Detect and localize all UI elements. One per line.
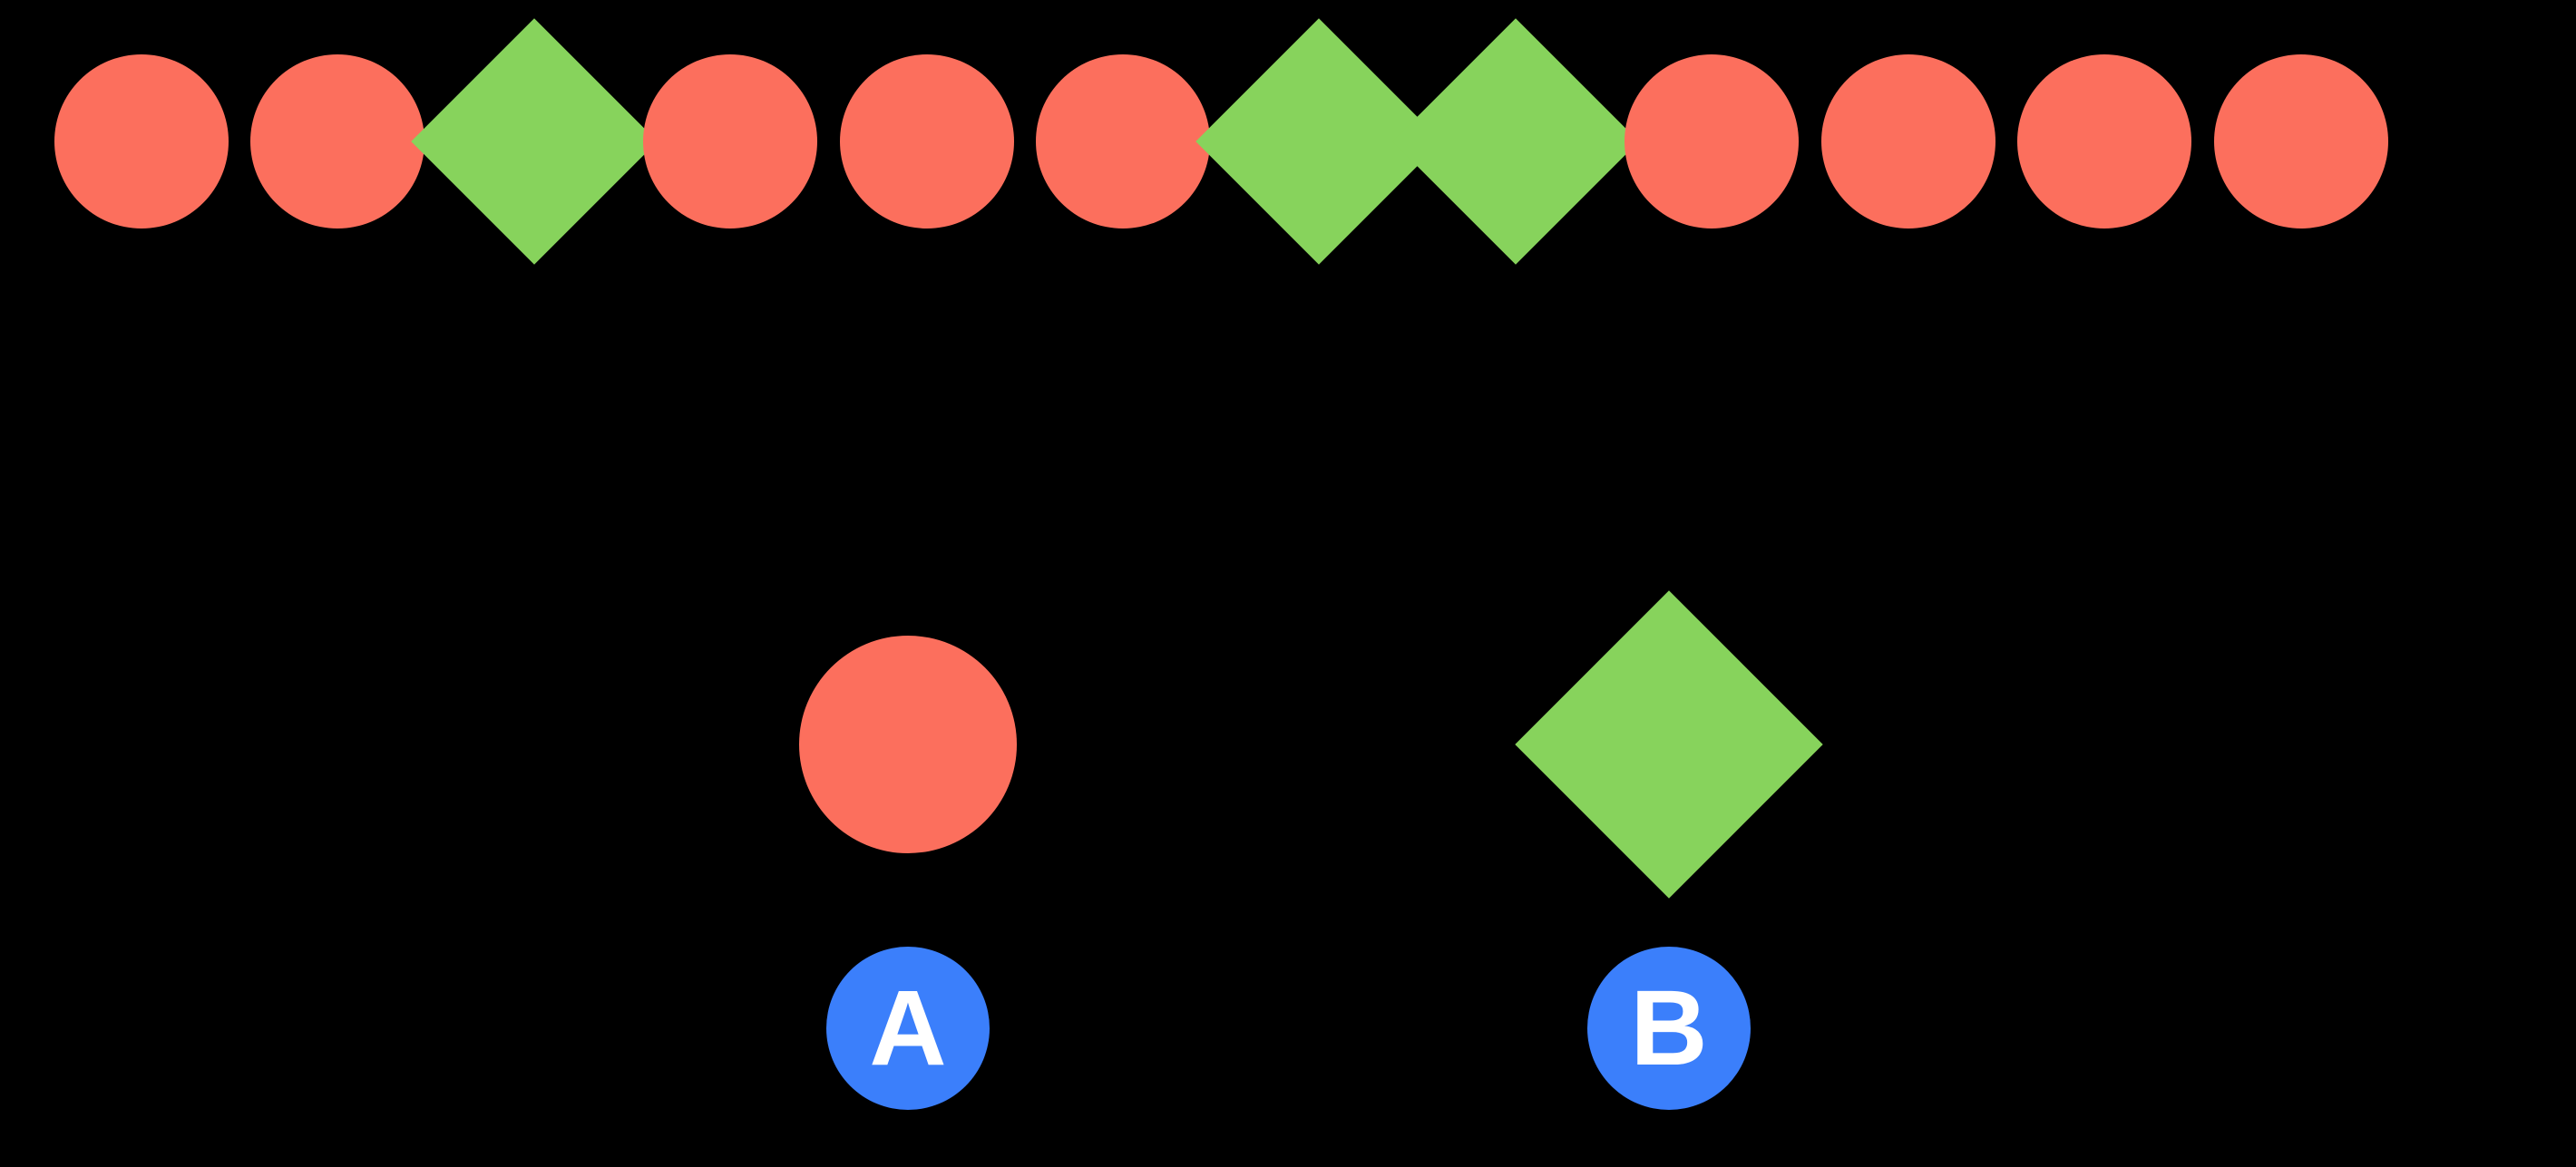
option-b-badge-button[interactable]: B [1587,947,1751,1110]
stimulus-circle-1 [250,54,424,229]
option-a-badge-button[interactable]: A [826,947,990,1110]
option-b-badge-label: B [1630,968,1708,1088]
option-a-circle-icon[interactable] [799,636,1017,853]
stimulus-circle-3 [643,54,817,229]
option-b-diamond-icon[interactable] [1515,590,1823,899]
stimulus-circle-11 [2214,54,2388,229]
option-a-swatch-wrap [772,608,1044,880]
stimulus-shape-row [0,0,2576,272]
stimulus-circle-5 [1036,54,1210,229]
option-b-swatch-wrap [1515,590,1823,899]
stimulus-circle-0 [54,54,229,229]
stimulus-circle-9 [1821,54,1995,229]
option-a-badge-label: A [869,968,947,1088]
stimulus-circle-4 [840,54,1014,229]
stimulus-circle-8 [1625,54,1799,229]
stimulus-circle-10 [2017,54,2191,229]
